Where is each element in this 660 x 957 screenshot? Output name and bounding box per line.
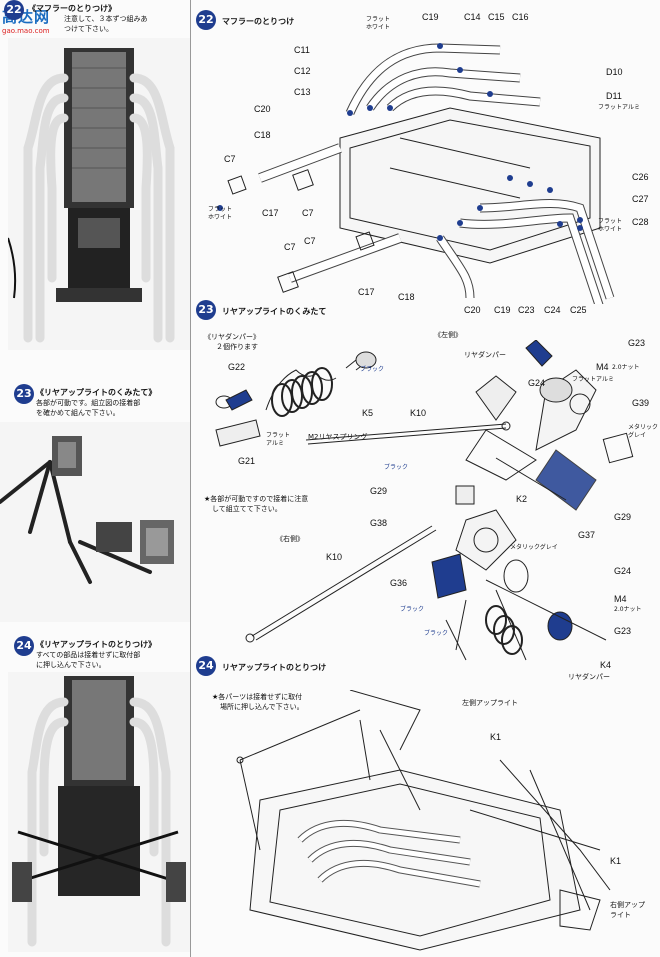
label-g23-a: G23 (628, 338, 646, 348)
note-flat-alu-1: フラット アルミ (266, 432, 291, 447)
label-g36: G36 (390, 578, 408, 588)
label-g23-b: G23 (614, 626, 632, 636)
step22-title: マフラーのとりつけ (222, 17, 295, 26)
label-k2: K2 (516, 494, 528, 504)
label-c17-a: C17 (262, 208, 279, 218)
left-step24-number: 24 (14, 636, 34, 656)
label-c20-b: C20 (464, 305, 481, 315)
left-step22-number: 22 (4, 0, 24, 20)
label-c18-b: C18 (398, 292, 415, 302)
note-met-grey-1: メタリック グレイ (628, 424, 659, 439)
label-g24-a: G24 (528, 378, 546, 388)
label-g38: G38 (370, 518, 388, 528)
left-step24-line2: に押し込んで下さい。 (36, 661, 106, 669)
step24-number: 24 (196, 656, 216, 676)
label-c25: C25 (570, 305, 587, 315)
label-d11: D11 (606, 91, 622, 101)
rear-upright-photo (0, 422, 190, 622)
rear-damper-label-top: リヤダンパー (464, 351, 506, 359)
upright-mount-diagram (236, 690, 611, 951)
note-black-4: ブラック (424, 630, 449, 637)
step24-title: リヤアップライトのとりつけ (222, 663, 327, 672)
note-flat-white-2: フラット ホワイト (208, 206, 233, 221)
note-flat-alu: フラットアルミ (598, 104, 640, 111)
right-upright-label: 右側アップ ライト (610, 901, 645, 919)
note-met-grey-2: メタリックグレイ (510, 544, 558, 551)
watermark-url: gao.mao.com (2, 27, 50, 35)
label-k10-b: K10 (326, 552, 343, 562)
label-m4-b: M4 (614, 594, 627, 604)
label-g29-a: G29 (370, 486, 388, 496)
label-g21: G21 (238, 456, 256, 466)
label-c7-a: C7 (224, 154, 236, 164)
label-nut-b: 2.0ナット (614, 606, 642, 613)
left-step22-line2: つけて下さい。 (64, 25, 113, 33)
left-step23-title: 《リヤアップライトのくみたて》 (36, 388, 157, 397)
label-c11: C11 (294, 45, 310, 55)
label-g37: G37 (578, 530, 596, 540)
label-k10-a: K10 (410, 408, 427, 418)
label-g24-b: G24 (614, 566, 632, 576)
label-m4-a: M4 (596, 362, 609, 372)
label-k5: K5 (362, 408, 374, 418)
label-c15: C15 (488, 12, 505, 22)
label-c17-b: C17 (358, 287, 375, 297)
label-c23: C23 (518, 305, 535, 315)
step24-warning-1: ★各パーツは接着せずに取付 (212, 693, 303, 701)
note-flat-white-1: フラット ホワイト (366, 16, 391, 31)
label-c13: C13 (294, 87, 311, 97)
left-step22-line1: 注意して、３本ずつ組みあ (64, 15, 148, 23)
label-c14: C14 (464, 12, 481, 22)
rear-damper-label-bottom: リヤダンパー (568, 673, 610, 681)
label-c19-b: C19 (494, 305, 511, 315)
step23-number: 23 (196, 300, 216, 320)
note-flat-alu-2: フラットアルミ (572, 376, 614, 383)
note-flat-white-3: フラット ホワイト (598, 218, 623, 233)
step22-number: 22 (196, 10, 216, 30)
label-c16: C16 (512, 12, 529, 22)
column-divider (190, 0, 191, 957)
label-c7-b: C7 (302, 208, 314, 218)
note-black-2: ブラック (384, 464, 409, 471)
label-c20: C20 (254, 104, 271, 114)
left-step23-number: 23 (14, 384, 34, 404)
step23-title: リヤアップライトのくみたて (222, 307, 327, 316)
label-c24: C24 (544, 305, 561, 315)
engine-upright-photo (8, 672, 190, 952)
rear-damper-heading: 《リヤダンパー》 (204, 333, 260, 341)
label-g22: G22 (228, 362, 246, 372)
left-step24-line1: すべての部品は接着せずに取付部 (36, 651, 141, 659)
left-upright-label: 左側アップライト (462, 699, 518, 707)
label-g29-b: G29 (614, 512, 632, 522)
label-nut-a: 2.0ナット (612, 364, 640, 371)
make-two-note: ２個作ります (216, 343, 258, 351)
step24-warning-2: 場所に押し込んで下さい。 (220, 703, 304, 711)
label-k1-b: K1 (610, 856, 622, 866)
note-black-1: ブラック (360, 366, 385, 373)
label-c12: C12 (294, 66, 311, 76)
label-k1-a: K1 (490, 732, 502, 742)
muffler-diagram (217, 43, 615, 304)
warning-line-1: ★各部が可動ですので接着に注意 (204, 495, 309, 503)
label-c28: C28 (632, 217, 649, 227)
label-c7-c: C7 (284, 242, 296, 252)
right-side-heading: 《右側》 (276, 535, 304, 543)
rear-upright-diagram (215, 340, 634, 661)
left-step22-title: 《マフラーのとりつけ》 (28, 4, 117, 13)
label-c19: C19 (422, 12, 439, 22)
warning-line-2: して組立てて下さい。 (212, 505, 282, 513)
left-step23-line1: 各部が可動です。組立図の接着部 (36, 399, 141, 407)
label-c26: C26 (632, 172, 649, 182)
label-g39: G39 (632, 398, 650, 408)
label-c18: C18 (254, 130, 271, 140)
left-step23-line2: を確かめて組んで下さい。 (36, 409, 120, 417)
label-c27: C27 (632, 194, 649, 204)
note-black-3: ブラック (400, 606, 425, 613)
label-c7-d: C7 (304, 236, 316, 246)
engine-exhaust-photo (8, 38, 190, 350)
label-d10: D10 (606, 67, 623, 77)
left-side-heading: 《左側》 (434, 331, 462, 339)
left-step24-title: 《リヤアップライトのとりつけ》 (36, 640, 157, 649)
label-k4: K4 (600, 660, 612, 670)
